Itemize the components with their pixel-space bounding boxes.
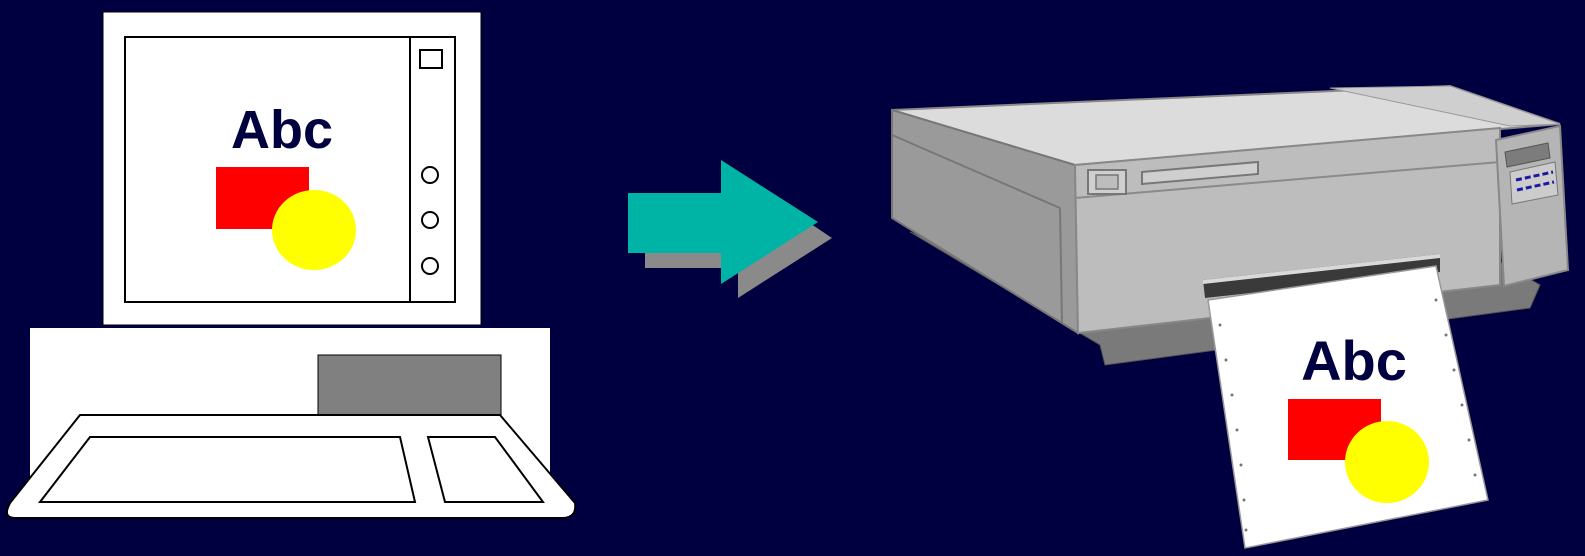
keyboard-numpad: [426, 436, 545, 503]
printer-side-seam: [1059, 207, 1063, 324]
screen-yellow-circle: [272, 190, 356, 270]
printer-paper-slot: [1203, 254, 1440, 298]
printer-front-slot: [1141, 160, 1259, 186]
paper-yellow-circle: [1345, 421, 1429, 503]
paper-perforation-right: [1434, 298, 1477, 477]
arrow-body: [628, 160, 818, 284]
printer-front-seam: [1074, 161, 1501, 199]
keyboard-main-keys: [37, 436, 417, 503]
printer-keypad-row: [1516, 180, 1555, 192]
paper-text: Abc: [1301, 329, 1407, 392]
right-arrow-icon: [628, 160, 832, 298]
computer: Abc: [5, 11, 577, 519]
paper-perforation-left: [1218, 323, 1248, 532]
printer: Abc: [891, 84, 1570, 549]
printer-side-seam: [891, 134, 1061, 209]
monitor-knob-icon: [421, 211, 439, 229]
monitor-knob-icon: [421, 257, 439, 275]
screen-text: Abc: [231, 100, 333, 160]
printer-front-indicator-inner: [1095, 174, 1119, 190]
printer-display: [1504, 142, 1551, 168]
printer-lid-ridge: [1329, 85, 1561, 127]
printer-keypad-row: [1515, 170, 1554, 182]
disk-drive: [317, 354, 502, 420]
monitor-square-button-icon: [419, 49, 443, 69]
monitor-knob-icon: [421, 166, 439, 184]
printer-slot-lip: [1203, 254, 1440, 284]
